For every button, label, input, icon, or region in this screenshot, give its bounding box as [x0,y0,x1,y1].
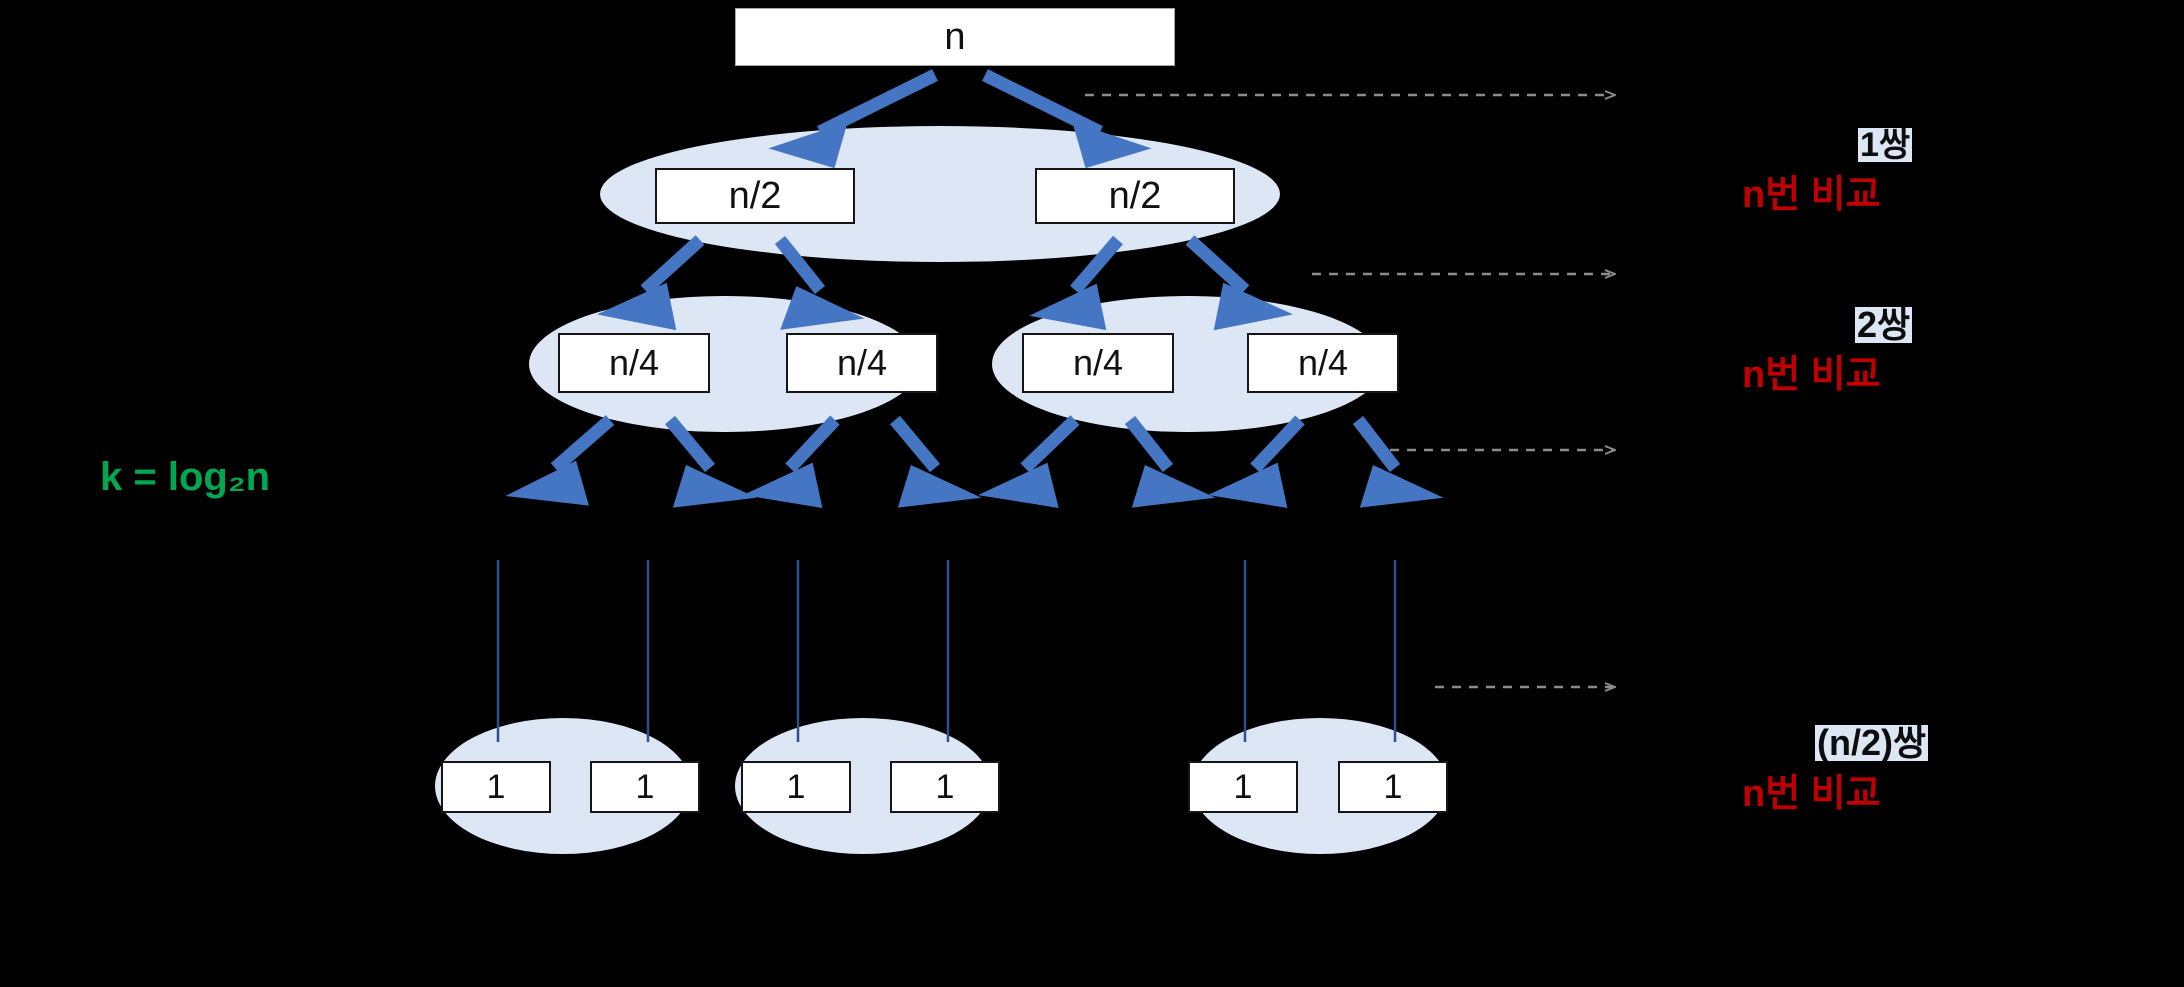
group-ellipse-leaf-1 [435,718,691,854]
node-box-level2-1[interactable]: n/4 [558,333,710,393]
node-box-level1-left[interactable]: n/2 [655,168,855,224]
compare-label-level1: n번 비교 [1742,174,1881,216]
node-box-level2-2[interactable]: n/4 [786,333,938,393]
node-box-leaf-6[interactable]: 1 [1338,761,1448,813]
arrows-level1-to-level2 [596,235,1294,331]
node-box-leaf-4[interactable]: 1 [890,761,1000,813]
node-label: 1 [486,767,506,806]
arrows-level2-to-leaves [505,415,1444,508]
node-box-level2-3[interactable]: n/4 [1022,333,1174,393]
group-ellipse-leaf-3 [1192,718,1448,854]
leaf-connectors [496,560,1397,742]
dashed-arrows [1085,95,1615,687]
node-label: n/4 [1297,342,1349,383]
group-ellipse-level2-right [992,296,1384,432]
node-label: n/2 [1108,174,1162,217]
node-label: 1 [935,767,955,806]
node-box-leaf-2[interactable]: 1 [590,761,700,813]
pair-label-level1: 1쌍 [1858,128,1913,162]
node-box-leaf-5[interactable]: 1 [1188,761,1298,813]
pair-label-level2: 2쌍 [1855,307,1913,343]
node-box-level1-right[interactable]: n/2 [1035,168,1235,224]
group-ellipse-level2-left [529,296,921,432]
node-box-root[interactable]: n [735,8,1175,66]
node-label: n/4 [608,342,660,383]
node-box-level2-4[interactable]: n/4 [1247,333,1399,393]
node-box-leaf-1[interactable]: 1 [441,761,551,813]
node-box-leaf-3[interactable]: 1 [741,761,851,813]
arrows-root-to-level1 [768,69,1152,169]
node-label: 1 [1383,767,1403,806]
node-label: 1 [1233,767,1253,806]
pair-label-level3: (n/2)쌍 [1815,725,1929,761]
compare-label-level2: n번 비교 [1742,354,1881,396]
depth-formula-label: k = log₂n [100,455,271,499]
node-label: n/4 [836,342,888,383]
node-label: 1 [786,767,806,806]
node-label: 1 [635,767,655,806]
compare-label-level3: n번 비교 [1742,773,1881,815]
node-label: n/4 [1072,342,1124,383]
node-label: n/2 [728,174,782,217]
group-ellipse-leaf-2 [735,718,991,854]
node-label: n [944,15,966,58]
